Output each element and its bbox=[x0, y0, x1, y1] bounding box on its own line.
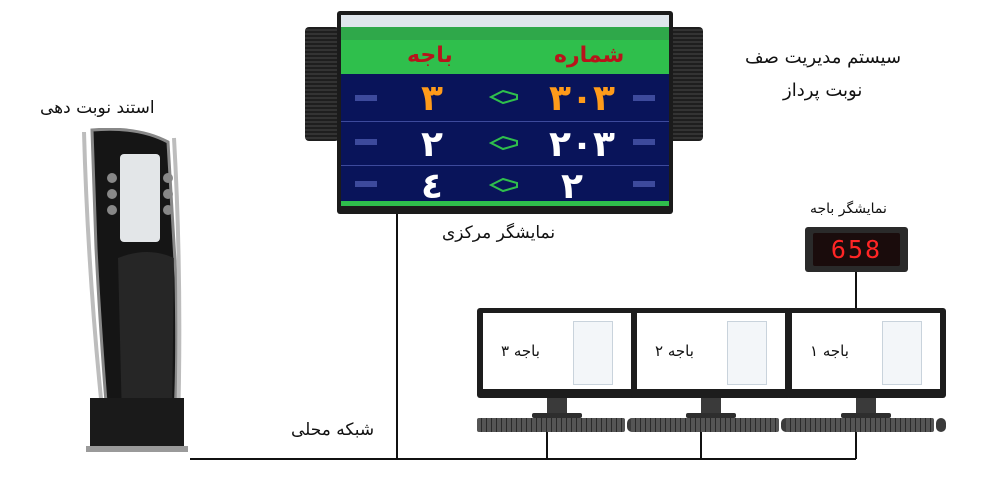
network-bus-line bbox=[190, 458, 856, 460]
counter-led-display: 658 bbox=[805, 227, 908, 272]
display-status-bar bbox=[341, 15, 669, 27]
central-display-screen: شماره باجه ۳۰۳ ۳ ۲۰۳ ۲ ۲ ٤ bbox=[341, 15, 669, 206]
monitor: باجه ۳ bbox=[477, 308, 637, 398]
row-status-glyph bbox=[355, 181, 377, 187]
header-counter: باجه bbox=[407, 43, 453, 68]
kiosk-label: استند نوبت دهی bbox=[40, 98, 155, 118]
computer-label: باجه ۲ bbox=[655, 342, 694, 360]
computer-label: باجه ۳ bbox=[501, 342, 540, 360]
counter-computer-2: باجه ۲ bbox=[631, 308, 791, 443]
display-footer bbox=[341, 201, 669, 206]
ticket-number: ۳۰۳ bbox=[549, 78, 615, 119]
counter-number: ۳ bbox=[421, 78, 443, 119]
monitor: باجه ۱ bbox=[786, 308, 946, 398]
pointing-hand-icon bbox=[489, 135, 518, 151]
keyboard-icon bbox=[786, 418, 934, 432]
ticket-number: ۲ bbox=[561, 166, 583, 206]
display-header: شماره باجه bbox=[341, 40, 669, 74]
pointing-hand-icon bbox=[489, 89, 518, 105]
wire-computer-1 bbox=[855, 431, 857, 459]
display-info-bar bbox=[341, 27, 669, 40]
wire-central-display bbox=[396, 214, 398, 459]
queue-app-window bbox=[727, 321, 767, 385]
counter-computer-1: باجه ۱ bbox=[786, 308, 946, 443]
speaker-left bbox=[305, 27, 339, 141]
row-status-glyph bbox=[633, 181, 655, 187]
kiosk-stand bbox=[78, 127, 190, 458]
system-title-line1: سیستم مدیریت صف bbox=[745, 47, 902, 68]
speaker-right bbox=[669, 27, 703, 141]
wire-computer-3 bbox=[546, 431, 548, 459]
monitor: باجه ۲ bbox=[631, 308, 791, 398]
ticket-number: ۲۰۳ bbox=[549, 124, 615, 165]
network-label: شبکه محلی bbox=[291, 420, 375, 440]
counter-number: ٤ bbox=[421, 166, 443, 206]
central-display: شماره باجه ۳۰۳ ۳ ۲۰۳ ۲ ۲ ٤ bbox=[337, 11, 673, 214]
header-number: شماره bbox=[554, 43, 625, 68]
row-status-glyph bbox=[355, 139, 377, 145]
row-status-glyph bbox=[355, 95, 377, 101]
queue-app-window bbox=[882, 321, 922, 385]
row-status-glyph bbox=[633, 139, 655, 145]
counter-led-value: 658 bbox=[830, 235, 883, 264]
queue-app-window bbox=[573, 321, 613, 385]
row-divider bbox=[341, 165, 669, 166]
keyboard-icon bbox=[631, 418, 779, 432]
row-divider bbox=[341, 121, 669, 122]
counter-display-label: نمایشگر باجه bbox=[810, 201, 887, 217]
counter-computer-3: باجه ۳ bbox=[477, 308, 637, 443]
pointing-hand-icon bbox=[489, 177, 518, 193]
row-status-glyph bbox=[633, 95, 655, 101]
kiosk-icon bbox=[82, 127, 190, 452]
keyboard-icon bbox=[477, 418, 625, 432]
wire-computer-2 bbox=[700, 431, 702, 459]
mouse-icon bbox=[936, 418, 946, 432]
central-display-label: نمایشگر مرکزی bbox=[442, 223, 556, 243]
counter-number: ۲ bbox=[421, 124, 443, 165]
system-title-line2: نوبت پرداز bbox=[783, 80, 863, 101]
computer-label: باجه ۱ bbox=[810, 342, 849, 360]
wire-counter-display bbox=[855, 272, 857, 308]
